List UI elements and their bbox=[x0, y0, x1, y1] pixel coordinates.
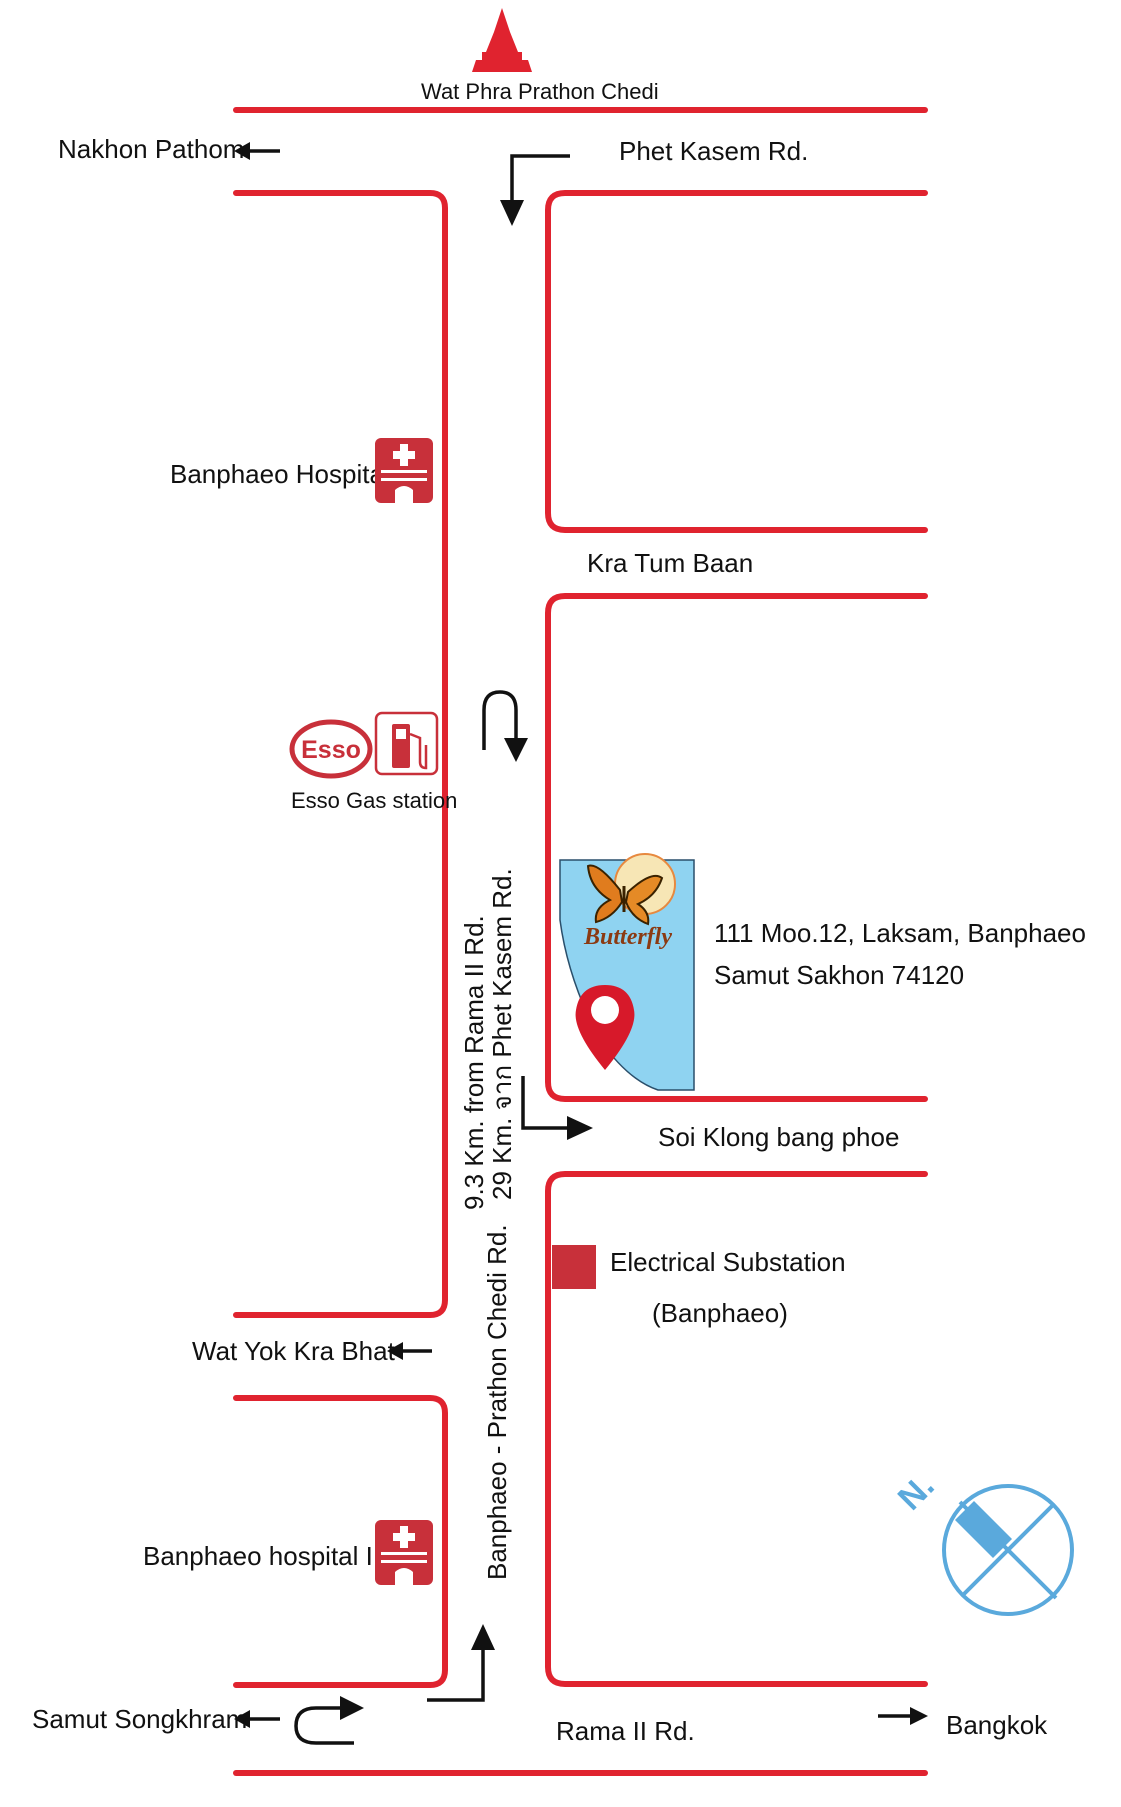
soi-klong-label: Soi Klong bang phoe bbox=[658, 1122, 899, 1152]
kra-tum-baan-label: Kra Tum Baan bbox=[587, 548, 753, 578]
chedi-icon bbox=[472, 8, 532, 72]
vertical-road-text: 9.3 Km. from Rama II Rd. 29 Km. จาก Phet… bbox=[459, 868, 517, 1580]
location-pin-icon bbox=[575, 985, 635, 1070]
nakhon-pathom-label: Nakhon Pathom bbox=[58, 134, 244, 164]
butterfly-logo-text: Butterfly bbox=[583, 924, 672, 950]
vertical-road-main-name: Banphaeo - Prathon Chedi Rd. bbox=[482, 1224, 512, 1580]
road-right-block-3 bbox=[545, 1171, 928, 1687]
banphaeo-hospital-2-label: Banphaeo hospital II bbox=[143, 1541, 380, 1571]
address-line-2: Samut Sakhon 74120 bbox=[714, 960, 964, 990]
substation-label-line1: Electrical Substation bbox=[610, 1247, 846, 1277]
phet-kasem-road-label: Phet Kasem Rd. bbox=[619, 136, 808, 166]
road-right-block-2 bbox=[545, 593, 928, 1102]
road-network bbox=[233, 107, 928, 1776]
road-left-upper-block bbox=[233, 190, 448, 1318]
samut-songkhram-label: Samut Songkhram bbox=[32, 1704, 247, 1734]
butterfly-icon bbox=[586, 864, 664, 926]
wat-yok-label: Wat Yok Kra Bhat bbox=[192, 1336, 396, 1366]
road-left-lower-block bbox=[233, 1395, 448, 1688]
substation-label-line2: (Banphaeo) bbox=[652, 1298, 788, 1328]
banphaeo-hospital-label: Banphaeo Hospital bbox=[170, 459, 390, 489]
fuel-pump-icon bbox=[374, 711, 439, 776]
substation-marker bbox=[552, 1245, 596, 1289]
bangkok-label: Bangkok bbox=[946, 1710, 1048, 1740]
vertical-road-km-from-phetkasem: 29 Km. จาก Phet Kasem Rd. bbox=[487, 868, 517, 1200]
top-chedi-label: Wat Phra Prathon Chedi bbox=[421, 79, 659, 104]
esso-logo: Esso bbox=[289, 719, 373, 779]
hospital-2-icon bbox=[375, 1520, 433, 1585]
compass-icon: N. bbox=[891, 1467, 1074, 1616]
north-label: N. bbox=[891, 1467, 942, 1518]
arrow-heads bbox=[234, 142, 928, 1728]
esso-logo-text: Esso bbox=[301, 736, 361, 764]
road-right-block-1 bbox=[545, 190, 928, 533]
esso-station-label: Esso Gas station bbox=[291, 788, 457, 813]
rama-ii-road-label: Rama II Rd. bbox=[556, 1716, 695, 1746]
destination-area: Butterfly bbox=[559, 853, 695, 1091]
address-line-1: 111 Moo.12, Laksam, Banphaeo bbox=[714, 918, 1086, 948]
hospital-icon bbox=[375, 438, 433, 503]
vertical-road-km-from-rama: 9.3 Km. from Rama II Rd. bbox=[459, 915, 489, 1210]
